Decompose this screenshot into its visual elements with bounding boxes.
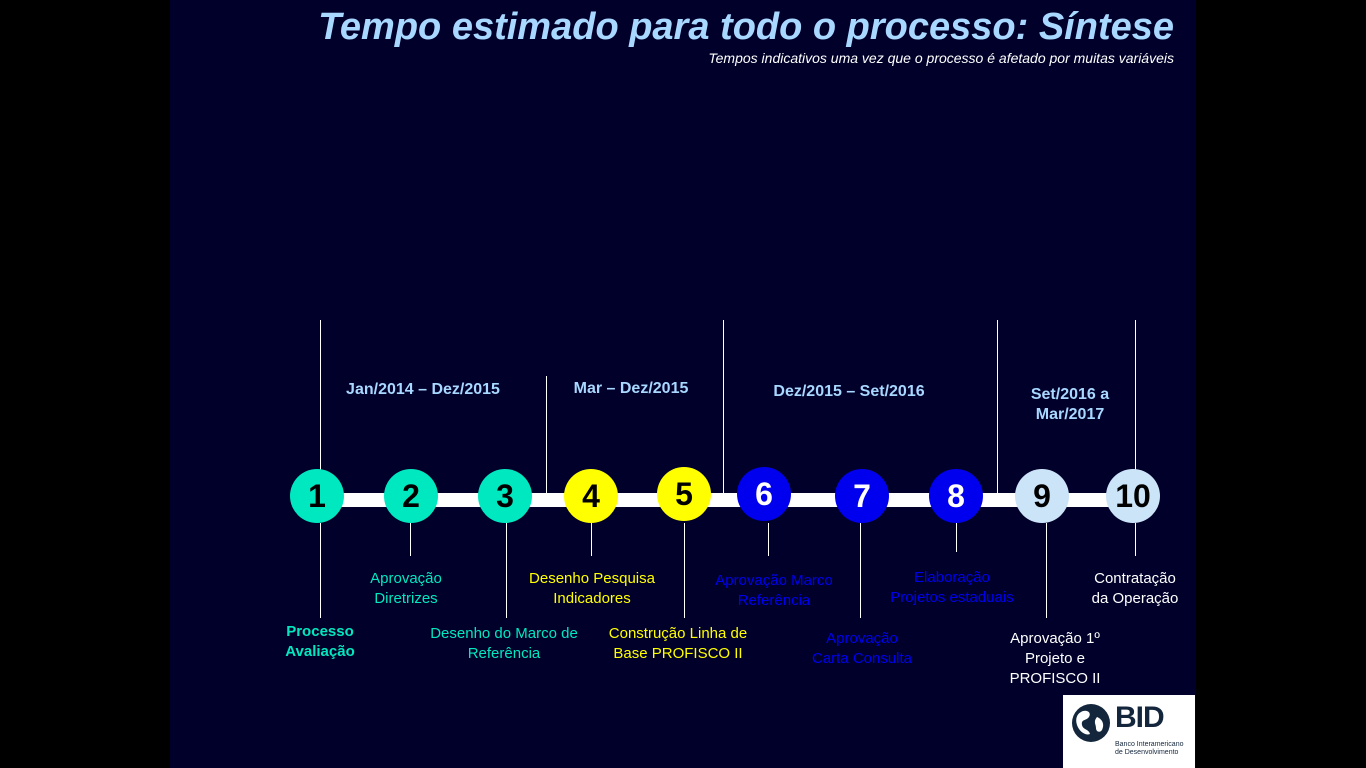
milestone-connector — [956, 523, 957, 552]
milestone-8: 8 — [929, 469, 983, 523]
milestone-number: 1 — [308, 478, 326, 514]
milestone-4: 4 — [564, 469, 618, 523]
logo-name: BID — [1115, 701, 1165, 734]
milestone-connector — [1135, 523, 1136, 556]
milestone-label-1: Processo Avaliação — [285, 623, 355, 660]
milestone-2: 2 — [384, 469, 438, 523]
page-subtitle: Tempos indicativos uma vez que o process… — [708, 50, 1174, 66]
milestone-number: 2 — [402, 478, 420, 514]
milestone-connector — [684, 523, 685, 618]
milestone-number: 9 — [1033, 478, 1051, 514]
milestone-connector — [320, 523, 321, 618]
milestone-label-2: Aprovação Diretrizes — [370, 570, 442, 607]
milestone-label-4: Desenho Pesquisa Indicadores — [529, 570, 655, 607]
milestone-connector — [860, 523, 861, 618]
bid-globe-icon — [1072, 704, 1110, 742]
bid-logo: BID Banco Interamericano de Desenvolvime… — [1063, 695, 1195, 768]
milestone-1: 1 — [290, 469, 344, 523]
milestone-label-6: Aprovação Marco Referência — [715, 572, 833, 609]
milestone-label-3: Desenho do Marco de Referência — [430, 625, 578, 662]
milestone-6: 6 — [737, 467, 791, 521]
milestone-connector — [591, 523, 592, 556]
page-title: Tempo estimado para todo o processo: Sín… — [318, 6, 1174, 48]
period-divider — [320, 320, 321, 495]
milestone-label-9: Aprovação 1º Projeto e PROFISCO II — [1009, 630, 1101, 687]
milestone-connector — [410, 523, 411, 556]
milestone-label-8: Elaboração Projetos estaduais — [890, 569, 1014, 606]
milestone-10: 10 — [1106, 469, 1160, 523]
milestone-7: 7 — [835, 469, 889, 523]
period-divider — [1135, 320, 1136, 495]
period-label-2: Mar – Dez/2015 — [573, 380, 689, 397]
milestone-number: 7 — [853, 478, 871, 514]
milestone-connector — [1046, 523, 1047, 618]
milestone-number: 10 — [1115, 478, 1151, 514]
period-label-3: Dez/2015 – Set/2016 — [773, 383, 925, 400]
milestone-label-10: Contratação da Operação — [1091, 570, 1179, 607]
logo-tagline: Banco Interamericano de Desenvolvimento — [1115, 741, 1184, 756]
period-divider — [723, 320, 724, 495]
milestone-9: 9 — [1015, 469, 1069, 523]
milestone-3: 3 — [478, 469, 532, 523]
period-label-1: Jan/2014 – Dez/2015 — [346, 381, 500, 398]
milestone-number: 6 — [755, 476, 773, 512]
milestone-number: 3 — [496, 478, 514, 514]
milestone-label-5: Construção Linha de Base PROFISCO II — [608, 625, 748, 662]
period-label-4: Set/2016 a Mar/2017 — [1030, 386, 1110, 423]
period-divider — [546, 376, 547, 495]
milestone-connector — [768, 523, 769, 556]
milestone-number: 5 — [675, 476, 693, 512]
milestone-number: 4 — [582, 478, 600, 514]
milestone-label-7: Aprovação Carta Consulta — [811, 630, 913, 667]
slide: Tempo estimado para todo o processo: Sín… — [170, 0, 1196, 768]
milestone-number: 8 — [947, 478, 965, 514]
milestone-connector — [506, 523, 507, 618]
milestone-5: 5 — [657, 467, 711, 521]
period-divider — [997, 320, 998, 495]
